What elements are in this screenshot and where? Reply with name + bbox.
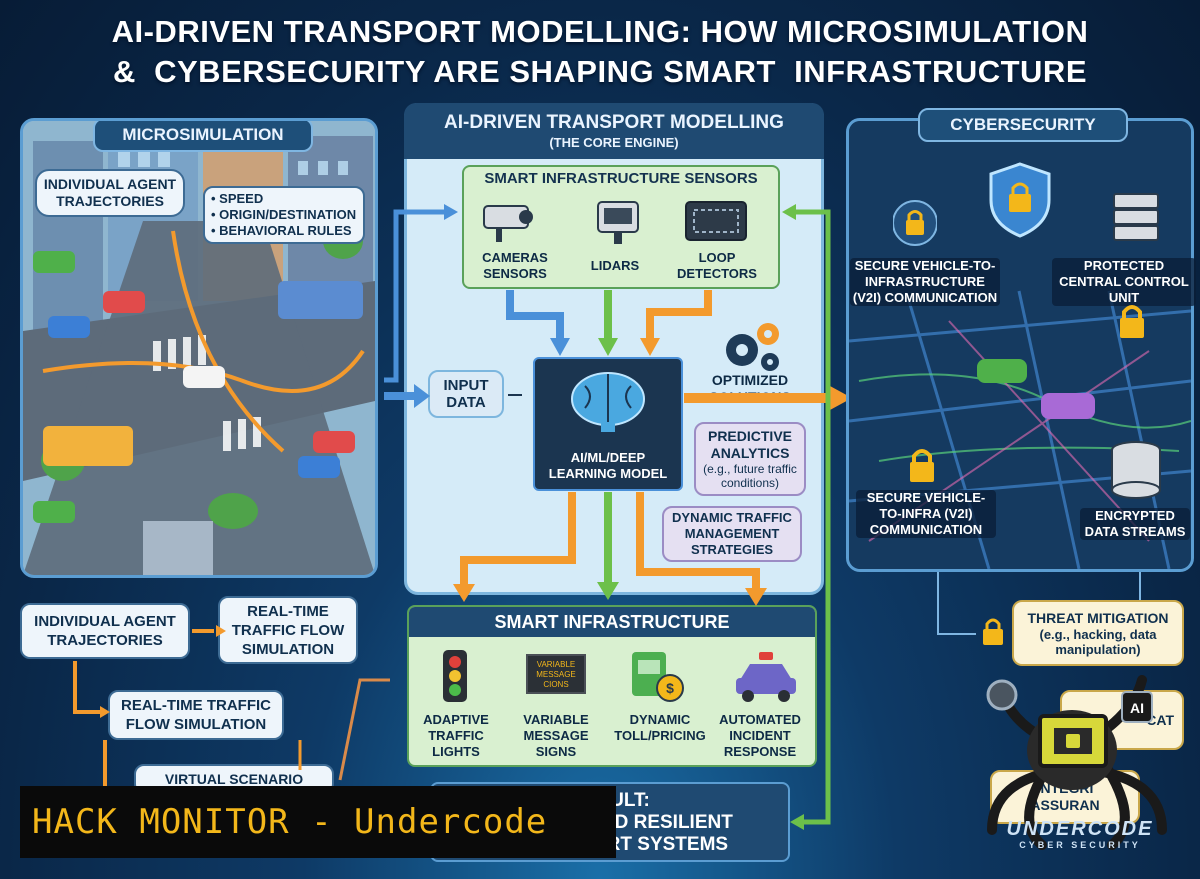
- lidar-icon: [597, 201, 639, 244]
- label-adaptive-lights: ADAPTIVE TRAFFIC LIGHTS: [423, 712, 489, 759]
- shield-lock-icon: [989, 162, 1051, 238]
- microsimulation-panel: MICROSIMULATION INDIVIDUAL AGENT TRAJECT…: [20, 118, 378, 578]
- sensor-label-loop-detectors: LOOP DETECTORS: [677, 250, 757, 281]
- predictive-subtitle: (e.g., future traffic conditions): [703, 462, 797, 490]
- undercode-logo-text: UNDERCODE CYBER SECURITY: [990, 818, 1170, 850]
- flow-box-realtime-simulation: REAL-TIME TRAFFIC FLOW SIMULATION: [218, 596, 358, 664]
- toll-pricing-icon: $: [632, 652, 684, 702]
- ai-model-label: AI/ML/DEEP LEARNING MODEL: [548, 450, 668, 481]
- gears-icon: [726, 323, 779, 371]
- predictive-title: PREDICTIVE ANALYTICS: [707, 428, 792, 461]
- v2i-top-label: SECURE VEHICLE-TO-INFRASTRUCTURE (V2I) C…: [850, 258, 1000, 306]
- result-line-2: AND RESILIENT: [587, 812, 733, 833]
- core-engine-title: AI-DRIVEN TRANSPORT MODELLING: [444, 112, 784, 133]
- core-engine-subtitle: (THE CORE ENGINE): [549, 135, 679, 150]
- traffic-light-icon: [443, 650, 467, 702]
- database-icon: [1111, 441, 1161, 499]
- microsimulation-header: MICROSIMULATION: [93, 121, 313, 152]
- flow-box-realtime-traffic: REAL-TIME TRAFFIC FLOW SIMULATION: [108, 690, 284, 740]
- lock-icon-threat: [983, 618, 1003, 645]
- input-data-label: INPUT DATA: [428, 370, 504, 418]
- optimized-solutions-label: OPTIMIZED SOLUTIONS: [709, 372, 791, 405]
- lock-icon-mid: [1120, 305, 1144, 338]
- camera-icon: [483, 205, 533, 242]
- flow-box-agent-trajectories: INDIVIDUAL AGENT TRAJECTORIES: [20, 603, 190, 659]
- v2i-bottom-label: SECURE VEHICLE-TO-INFRA (V2I) COMMUNICAT…: [856, 490, 996, 538]
- core-engine-header: AI-DRIVEN TRANSPORT MODELLING (THE CORE …: [404, 103, 824, 159]
- undercode-logo-sub: CYBER SECURITY: [1019, 840, 1141, 850]
- title-line-2: & CYBERSECURITY ARE SHAPING SMART INFRAS…: [113, 54, 1087, 89]
- control-unit-label: PROTECTED CENTRAL CONTROL UNIT: [1052, 258, 1196, 306]
- attribute-behavioral-rules: • BEHAVIORAL RULES: [211, 223, 352, 238]
- page-title: AI-DRIVEN TRANSPORT MODELLING: HOW MICRO…: [0, 12, 1200, 92]
- variable-sign-text: VARIABLE MESSAGE CIONS: [536, 660, 576, 689]
- encrypted-streams-label: ENCRYPTED DATA STREAMS: [1080, 508, 1190, 540]
- label-dynamic-toll: DYNAMIC TOLL/PRICING: [614, 712, 706, 743]
- incident-response-icon: [736, 652, 796, 702]
- attribute-origin-destination: • ORIGIN/DESTINATION: [211, 207, 357, 222]
- server-icon: [1113, 193, 1159, 241]
- octopus-logo: AI: [986, 675, 1167, 850]
- threat-mitigation-card: THREAT MITIGATION (e.g., hacking, data m…: [1012, 600, 1184, 666]
- sensor-label-cameras: CAMERAS SENSORS: [482, 250, 548, 281]
- undercode-logo-title: UNDERCODE: [1006, 818, 1154, 840]
- label-variable-signs: VARIABLE MESSAGE SIGNS: [523, 712, 589, 759]
- title-line-1: AI-DRIVEN TRANSPORT MODELLING: HOW MICRO…: [111, 14, 1089, 49]
- result-line-1: ULT:: [610, 790, 650, 811]
- hack-monitor-banner: HACK MONITOR - Undercode: [20, 786, 616, 858]
- sensor-label-lidars: LIDARS: [590, 258, 640, 273]
- predictive-analytics-card: PREDICTIVE ANALYTICS (e.g., future traff…: [694, 422, 806, 496]
- partial-text-1: CAT: [1146, 711, 1174, 728]
- label-incident-response: AUTOMATED INCIDENT RESPONSE: [719, 712, 801, 759]
- partial-text-4: ASSURAN: [1030, 797, 1100, 813]
- smart-infrastructure-header: SMART INFRASTRUCTURE: [409, 607, 815, 637]
- variable-sign-icon: VARIABLE MESSAGE CIONS: [526, 654, 586, 694]
- threat-subtitle: (e.g., hacking, data manipulation): [1039, 626, 1157, 657]
- cybersecurity-header: CYBERSECURITY: [918, 108, 1128, 142]
- threat-title: THREAT MITIGATION: [1027, 609, 1169, 626]
- partial-text-2: AI: [1130, 700, 1144, 716]
- sensors-header: SMART INFRASTRUCTURE SENSORS: [484, 170, 758, 187]
- brain-icon: [571, 372, 645, 432]
- lock-icon: [893, 200, 937, 246]
- callout-trajectories: INDIVIDUAL AGENT TRAJECTORIES: [35, 169, 185, 217]
- agent-attributes-callout: • SPEED • ORIGIN/DESTINATION • BEHAVIORA…: [203, 186, 365, 244]
- lock-icon-bottom: [910, 449, 934, 482]
- result-line-3: ORT SYSTEMS: [591, 834, 729, 855]
- attribute-speed: • SPEED: [211, 191, 264, 206]
- svg-text:$: $: [666, 680, 674, 696]
- loop-detector-icon: [685, 201, 747, 241]
- dynamic-management-card: DYNAMIC TRAFFIC MANAGEMENT STRATEGIES: [662, 506, 802, 562]
